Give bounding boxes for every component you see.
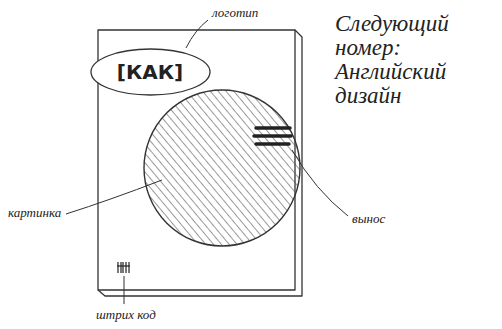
leader-lines bbox=[66, 20, 348, 304]
callout-label: картинка bbox=[8, 206, 61, 220]
callout-label: вынос bbox=[352, 212, 385, 226]
callout-label: логотип bbox=[212, 6, 258, 20]
logo-text: [КАК] bbox=[117, 61, 183, 83]
callout-bars bbox=[254, 128, 291, 144]
callout-label: штрих код bbox=[96, 308, 156, 322]
logo-oval: [КАК] bbox=[90, 48, 211, 96]
barcode-symbol bbox=[117, 262, 130, 273]
picture-circle bbox=[144, 90, 300, 246]
side-note: Следующий номер: Английский дизайн bbox=[335, 12, 470, 109]
